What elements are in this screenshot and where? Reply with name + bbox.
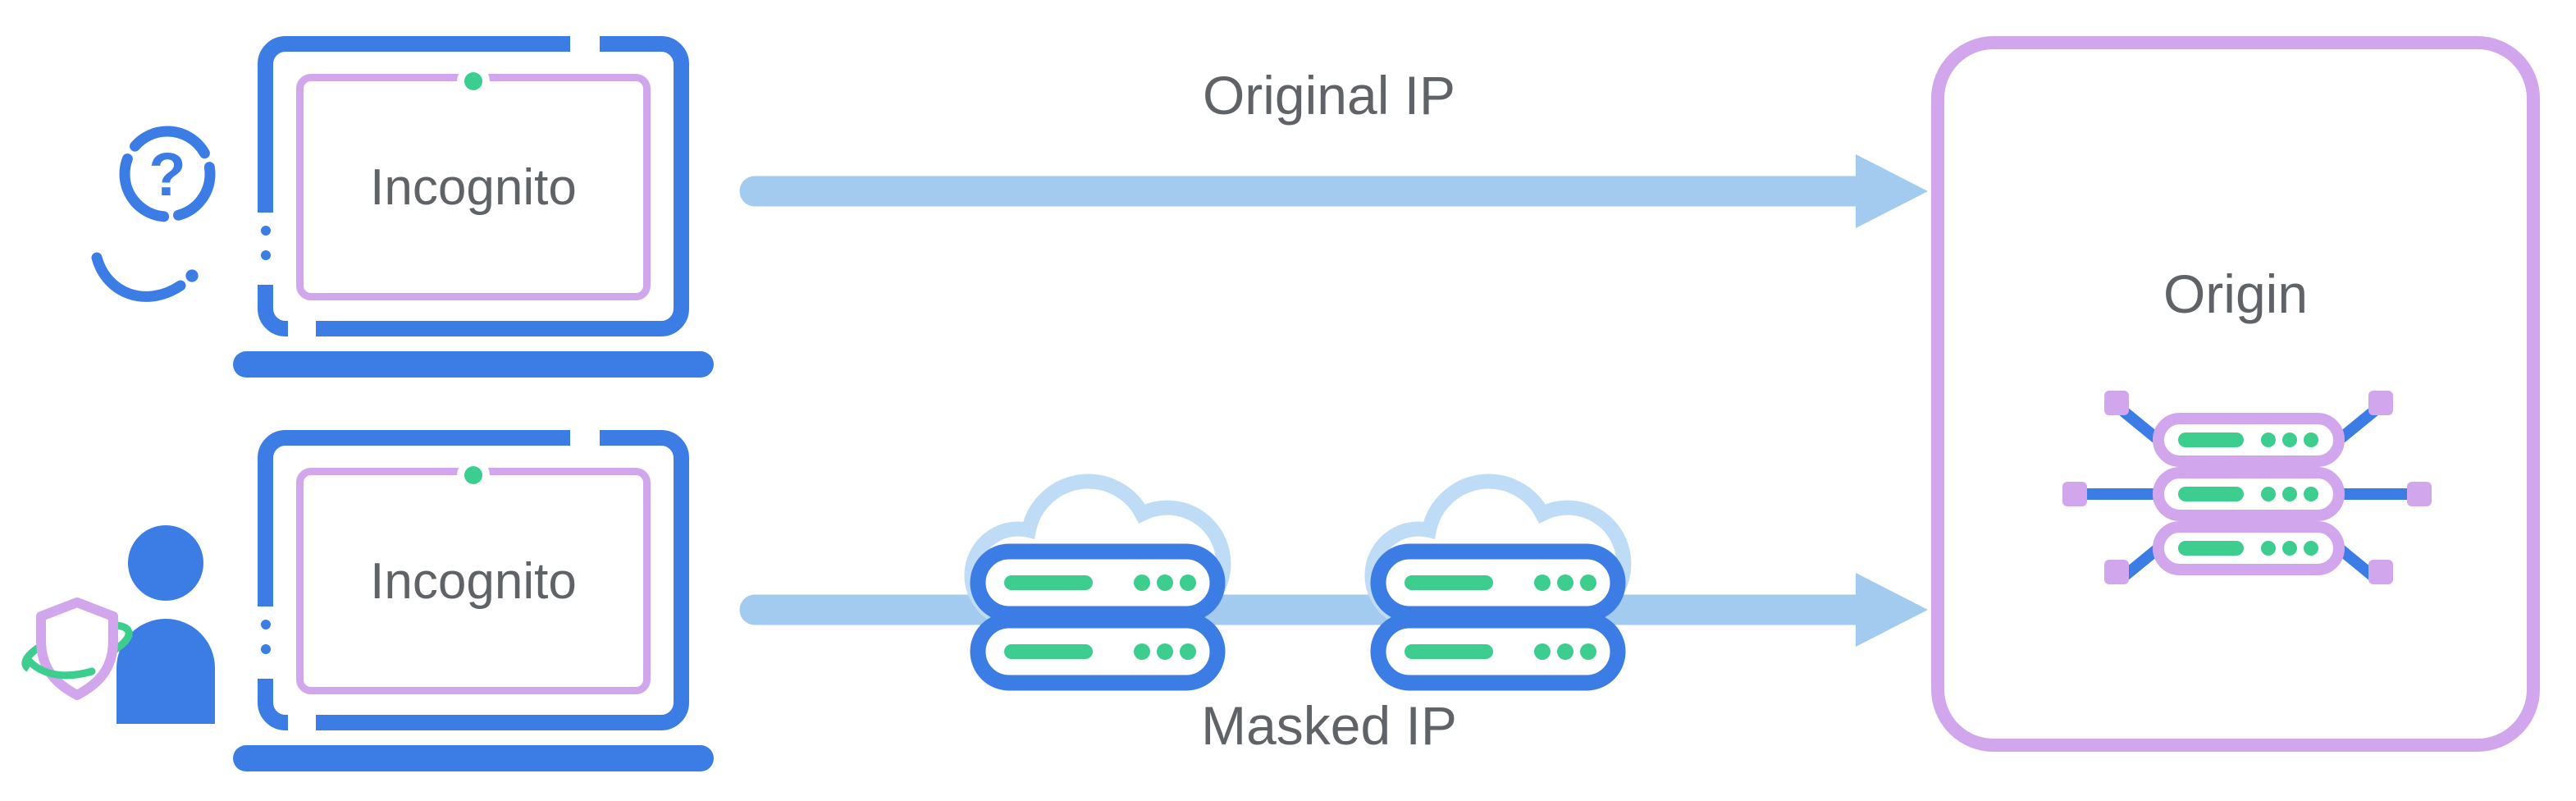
laptop-base: [233, 745, 714, 771]
origin-container: Origin: [1931, 36, 2540, 752]
laptop-screen: Incognito: [296, 72, 651, 300]
question-mark-glyph: ?: [148, 140, 185, 208]
incognito-laptop-bottom: Incognito: [233, 430, 714, 771]
camera-dot-icon: [464, 72, 482, 90]
incognito-label: Incognito: [370, 158, 577, 216]
original-ip-arrow: [739, 154, 1928, 228]
incognito-label: Incognito: [370, 552, 577, 610]
proxy-server-cloud-icon-1: [932, 422, 1263, 693]
shoulder-arc-icon: [91, 252, 186, 302]
origin-label: Origin: [2163, 263, 2309, 324]
laptop-screen: Incognito: [296, 466, 651, 694]
laptop-base: [233, 351, 714, 378]
incognito-laptop-top: Incognito: [233, 36, 714, 378]
arrowhead-icon: [1856, 573, 1928, 647]
arrowhead-icon: [1856, 154, 1928, 228]
user-body-icon: [116, 619, 215, 724]
original-ip-label: Original IP: [1202, 65, 1456, 126]
anonymous-user-icon: ?: [87, 120, 228, 317]
user-head-icon: [128, 525, 203, 601]
laptop-frame: Incognito: [258, 36, 689, 336]
laptop-frame: Incognito: [258, 430, 689, 730]
dashed-head-circle-icon: [119, 126, 216, 222]
protected-user-icon: [20, 520, 225, 727]
shield-icon: [36, 597, 118, 700]
proxy-server-cloud-icon-2: [1332, 422, 1664, 693]
origin-server-icon: [2062, 391, 2432, 584]
camera-dot-icon: [464, 466, 482, 484]
masked-ip-arrow: [739, 573, 1928, 647]
masked-ip-label: Masked IP: [1201, 695, 1457, 756]
